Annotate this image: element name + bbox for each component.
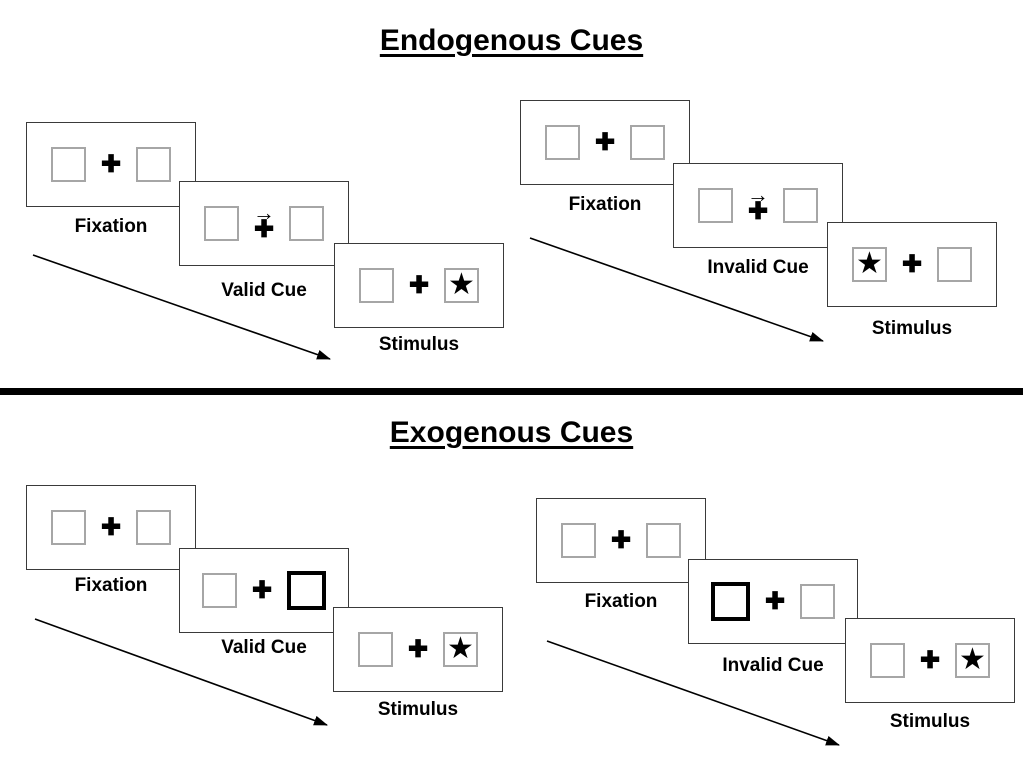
left-placeholder-box (204, 206, 239, 241)
fixation-cross-group: → ✚ (239, 200, 289, 243)
cue-direction-arrow-icon: → (747, 182, 769, 207)
right-placeholder-box (800, 584, 835, 619)
frame-card-invalid-cue: → ✚ (673, 163, 843, 248)
fixation-cross-group: ✚ (394, 271, 444, 299)
right-highlighted-cue-box (287, 571, 326, 610)
fixation-cross-group: ✚ (596, 526, 646, 554)
frame-label-invalid-cue: Invalid Cue (707, 257, 809, 278)
right-placeholder-box (937, 247, 972, 282)
fixation-cross-group: ✚ (237, 576, 287, 604)
fixation-cross-icon: ✚ (100, 513, 122, 541)
frame-card-fixation: ✚ (26, 485, 196, 570)
frame-label-valid-cue: Valid Cue (221, 637, 307, 658)
fixation-cross-icon: ✚ (594, 128, 616, 156)
star-stimulus-icon: ★ (959, 642, 986, 676)
right-placeholder-box (646, 523, 681, 558)
frame-card-invalid-cue: ✚ (688, 559, 858, 644)
frame-card-stimulus: ✚ ★ (334, 243, 504, 328)
right-placeholder-box (136, 147, 171, 182)
left-stimulus-box: ★ (852, 247, 887, 282)
section-title-exogenous: Exogenous Cues (0, 416, 1023, 450)
frame-card-stimulus: ★ ✚ (827, 222, 997, 307)
left-placeholder-box (698, 188, 733, 223)
right-placeholder-box (289, 206, 324, 241)
section-title-endogenous-text: Endogenous Cues (379, 24, 644, 57)
frame-card-stimulus: ✚ ★ (333, 607, 503, 692)
section-title-exogenous-text: Exogenous Cues (389, 416, 634, 449)
fixation-cross-icon: ✚ (901, 250, 923, 278)
fixation-cross-group: ✚ (393, 635, 443, 663)
frame-label-valid-cue: Valid Cue (221, 280, 307, 301)
frame-label-fixation: Fixation (568, 194, 642, 215)
fixation-cross-icon: ✚ (100, 150, 122, 178)
left-placeholder-box (545, 125, 580, 160)
right-placeholder-box (136, 510, 171, 545)
frame-card-fixation: ✚ (26, 122, 196, 207)
frame-card-valid-cue: → ✚ (179, 181, 349, 266)
fixation-cross-icon: ✚ (919, 646, 941, 674)
fixation-cross-icon: ✚ (764, 587, 786, 615)
left-placeholder-box (51, 510, 86, 545)
timeline-arrow-endogenous-invalid (529, 237, 824, 342)
section-divider (0, 388, 1023, 395)
fixation-cross-group: ✚ (750, 587, 800, 615)
fixation-cross-group: → ✚ (733, 182, 783, 225)
left-placeholder-box (202, 573, 237, 608)
fixation-cross-icon: ✚ (407, 635, 429, 663)
frame-card-fixation: ✚ (536, 498, 706, 583)
right-placeholder-box (630, 125, 665, 160)
fixation-cross-icon: ✚ (251, 576, 273, 604)
fixation-cross-group: ✚ (905, 646, 955, 674)
left-highlighted-cue-box (711, 582, 750, 621)
frame-label-fixation: Fixation (74, 216, 148, 237)
timeline-arrow-endogenous-valid (32, 254, 331, 360)
right-stimulus-box: ★ (955, 643, 990, 678)
star-stimulus-icon: ★ (447, 631, 474, 665)
fixation-cross-group: ✚ (580, 128, 630, 156)
frame-card-stimulus: ✚ ★ (845, 618, 1015, 703)
fixation-cross-icon: ✚ (408, 271, 430, 299)
frame-label-stimulus: Stimulus (378, 334, 460, 355)
frame-label-fixation: Fixation (74, 575, 148, 596)
fixation-cross-icon: ✚ (253, 216, 275, 243)
star-stimulus-icon: ★ (856, 246, 883, 280)
left-placeholder-box (358, 632, 393, 667)
right-stimulus-box: ★ (443, 632, 478, 667)
left-placeholder-box (870, 643, 905, 678)
fixation-cross-icon: ✚ (747, 198, 769, 225)
star-stimulus-icon: ★ (448, 267, 475, 301)
fixation-cross-group: ✚ (887, 250, 937, 278)
cue-direction-arrow-icon: → (253, 200, 275, 225)
left-placeholder-box (51, 147, 86, 182)
frame-card-fixation: ✚ (520, 100, 690, 185)
right-placeholder-box (783, 188, 818, 223)
fixation-cross-group: ✚ (86, 150, 136, 178)
frame-card-valid-cue: ✚ (179, 548, 349, 633)
frame-label-stimulus: Stimulus (377, 699, 459, 720)
frame-label-fixation: Fixation (584, 591, 658, 612)
frame-label-stimulus: Stimulus (871, 318, 953, 339)
timeline-arrow-exogenous-valid (34, 618, 328, 726)
fixation-cross-icon: ✚ (610, 526, 632, 554)
left-placeholder-box (359, 268, 394, 303)
left-placeholder-box (561, 523, 596, 558)
right-stimulus-box: ★ (444, 268, 479, 303)
frame-label-stimulus: Stimulus (889, 711, 971, 732)
frame-label-invalid-cue: Invalid Cue (722, 655, 824, 676)
fixation-cross-group: ✚ (86, 513, 136, 541)
section-title-endogenous: Endogenous Cues (0, 24, 1023, 58)
